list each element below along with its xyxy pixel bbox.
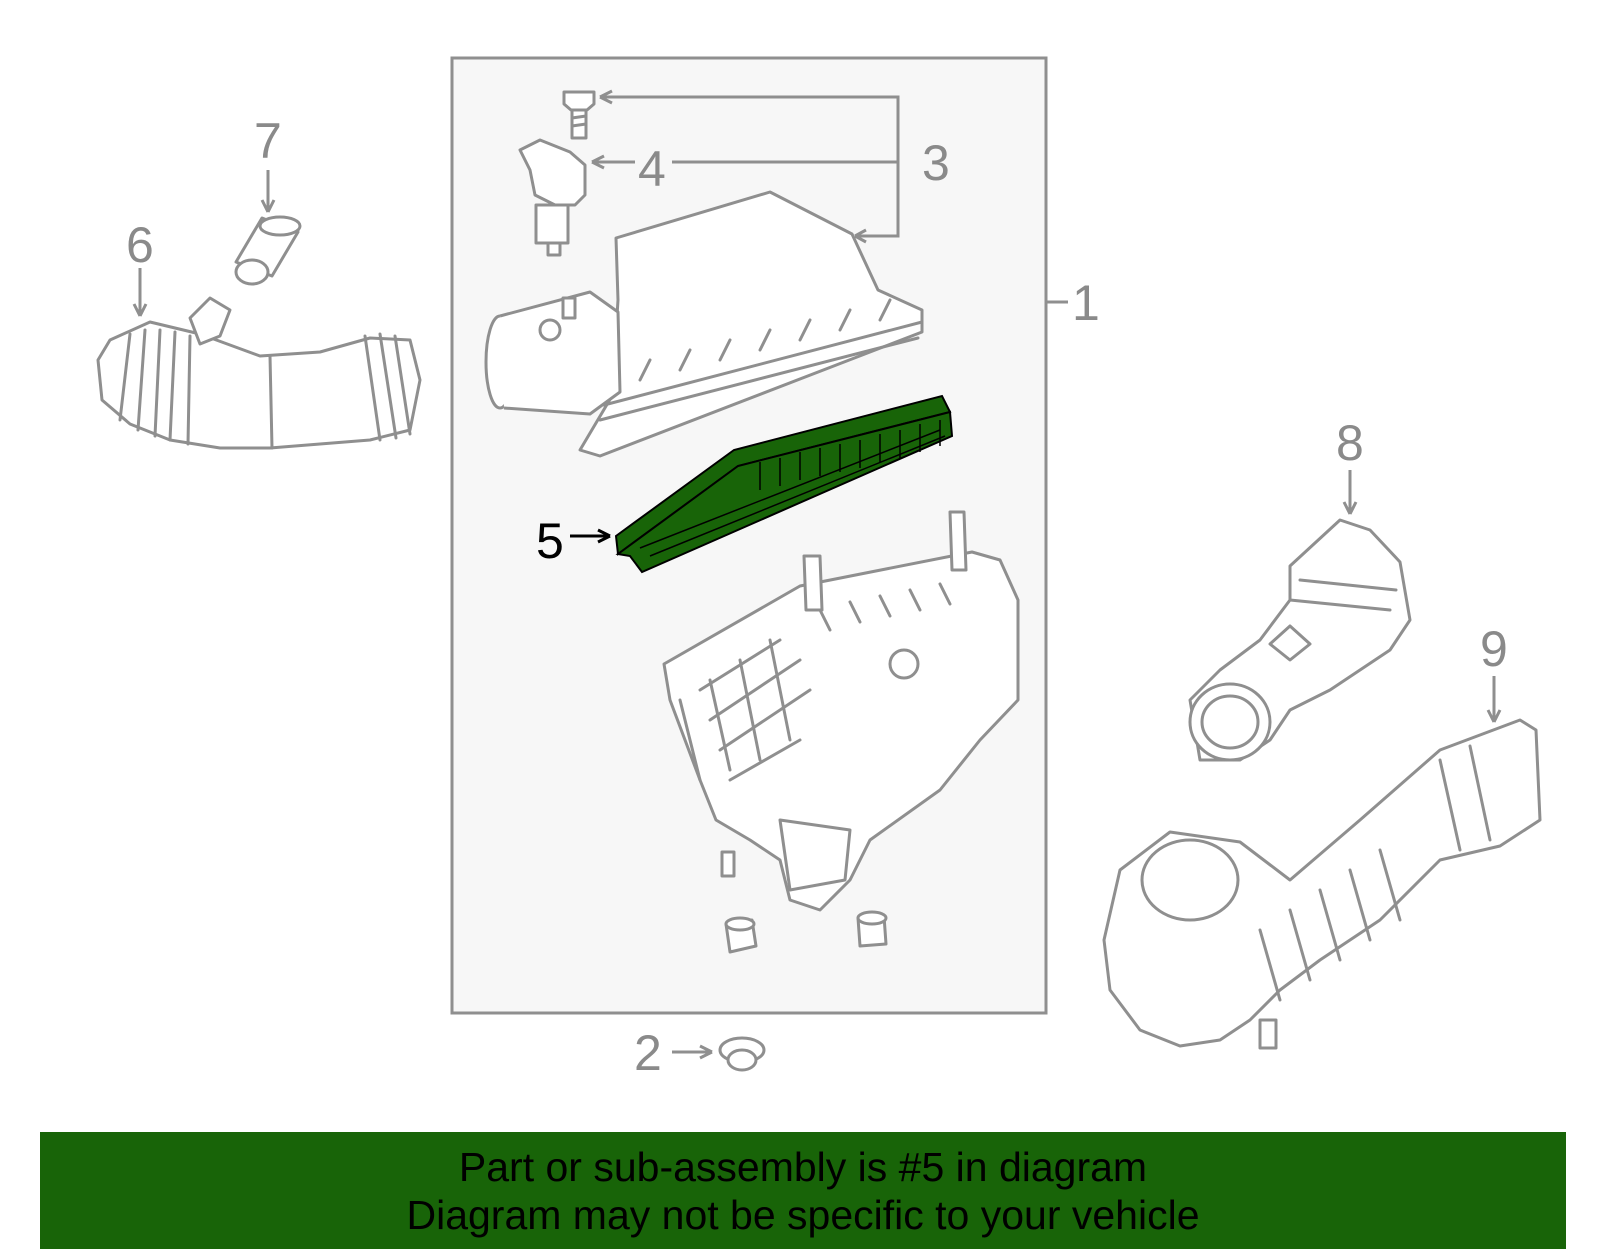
- callout-4: 4: [638, 141, 666, 197]
- air-filter-part-highlighted: [614, 394, 954, 574]
- callout-9: 9: [1480, 621, 1508, 677]
- callout-3: 3: [922, 135, 950, 191]
- air-duct-part-8: [1188, 518, 1412, 762]
- mass-airflow-sensor-part: [518, 138, 587, 257]
- air-cleaner-body-part: [662, 510, 1020, 912]
- parts-diagram: 1 3 4 5: [96, 56, 1542, 1081]
- banner-line-2: Diagram may not be specific to your vehi…: [406, 1191, 1200, 1238]
- banner-line-1: Part or sub-assembly is #5 in diagram: [458, 1143, 1148, 1190]
- air-cleaner-cover-part: [484, 190, 924, 458]
- bolt-part: [562, 90, 596, 140]
- connector-part-7: [234, 215, 302, 286]
- grommet-right-part: [856, 910, 888, 948]
- callout-6: 6: [126, 217, 154, 273]
- grommet-part-2: [718, 1036, 766, 1072]
- callout-5: 5: [536, 513, 564, 569]
- callout-8: 8: [1336, 415, 1364, 471]
- callout-2: 2: [634, 1025, 662, 1081]
- info-banner: Part or sub-assembly is #5 in diagram Di…: [40, 1132, 1566, 1249]
- callout-1: 1: [1072, 275, 1100, 331]
- callout-7: 7: [254, 113, 282, 169]
- intake-hose-part: [96, 296, 422, 450]
- air-duct-part-9: [1102, 718, 1542, 1050]
- grommet-left-part: [724, 916, 758, 954]
